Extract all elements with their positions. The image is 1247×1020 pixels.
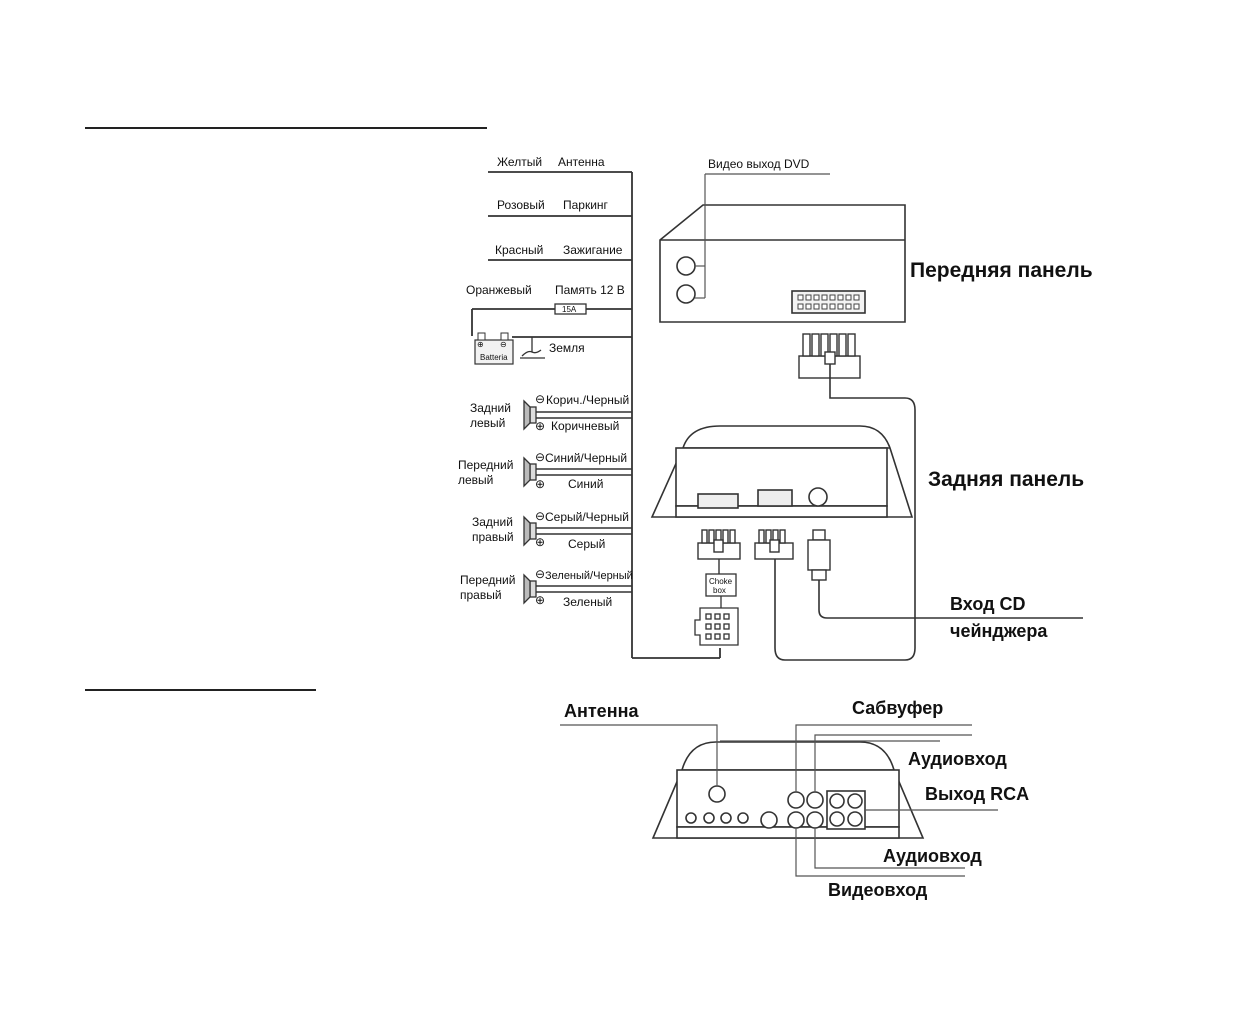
front-connector-pins: [797, 294, 860, 310]
audio-in-jack-icon: [806, 791, 824, 809]
audio-in-jack-icon: [806, 811, 824, 829]
wire-color-label: Розовый: [497, 198, 545, 212]
speaker-position-label: правый: [472, 530, 514, 544]
choke-box-label: Choke: [709, 577, 733, 586]
antenna-port-icon: [708, 785, 726, 803]
svg-text:⊖: ⊖: [500, 340, 507, 349]
wire-function-label: Зажигание: [563, 243, 623, 257]
control-port-icon: [720, 812, 732, 824]
audio-in-top-label: Аудиовход: [908, 749, 1007, 769]
speaker-wire-pos-label: Зеленый: [563, 595, 612, 609]
ground-label: Земля: [549, 341, 585, 355]
fuse-label: 15A: [562, 305, 577, 314]
speaker-group-2: ⊖ ⊕ Задний правый Серый/Черный Серый: [472, 509, 632, 551]
speaker-wire-pos-label: Коричневый: [551, 419, 619, 433]
speaker-position-label: Передний: [458, 458, 513, 472]
video-out-jack-icon: [676, 256, 696, 276]
speaker-group-1: ⊖ ⊕ Передний левый Синий/Черный Синий: [458, 450, 632, 491]
battery-icon: ⊕ ⊖ Batteria: [474, 332, 514, 365]
choke-box-label: box: [713, 586, 726, 595]
speaker-position-label: Передний: [460, 573, 515, 587]
speaker-icon: [523, 456, 537, 488]
wire-color-label: Оранжевый: [466, 283, 532, 297]
harness-plug-icon: [697, 529, 741, 574]
svg-text:⊕: ⊕: [535, 593, 545, 607]
wire-harness: [471, 171, 721, 659]
rca-out-label: Выход RCA: [925, 784, 1029, 804]
svg-text:⊖: ⊖: [535, 392, 545, 406]
svg-text:⊖: ⊖: [535, 509, 545, 523]
cd-changer-plug-icon: [807, 529, 831, 581]
svg-text:⊕: ⊕: [477, 340, 484, 349]
choke-box-icon: Choke box: [705, 573, 737, 608]
speaker-group-3: ⊖ ⊕ Передний правый Зеленый/Черный Зелен…: [460, 567, 633, 609]
speaker-wire-pos-label: Синий: [568, 477, 603, 491]
speaker-position-label: левый: [458, 473, 493, 487]
video-out-label: Видео выход DVD: [708, 157, 810, 171]
ground-icon: [520, 337, 545, 359]
battery-label: Batteria: [480, 353, 508, 362]
speaker-plug-icon: [754, 529, 794, 560]
fuse-icon: 15A: [554, 303, 587, 315]
speaker-wire-neg-label: Корич./Черный: [546, 393, 629, 407]
iso-connector-icon: [694, 607, 739, 646]
video-out-leader: [695, 173, 830, 299]
wire-function-label: Паркинг: [563, 198, 609, 212]
speaker-icon: [523, 573, 537, 605]
speaker-position-label: левый: [470, 416, 505, 430]
video-in-label: Видеовход: [828, 880, 928, 900]
speaker-position-label: правый: [460, 588, 502, 602]
cd-changer-label: Вход CD: [950, 594, 1026, 614]
video-out-jack-icon: [676, 284, 696, 304]
cd-changer-port-icon: [808, 487, 828, 507]
speaker-wire-pos-label: Серый: [568, 537, 605, 551]
speaker-icon: [523, 399, 537, 431]
front-to-rear-cable: [774, 364, 916, 661]
rca-out-jack-icon: [847, 793, 863, 809]
front-unit: [659, 204, 906, 323]
port-leaders: [560, 724, 998, 877]
cd-changer-label: чейнджера: [950, 621, 1048, 641]
video-in-jack-icon: [787, 811, 805, 829]
rear-panel-label: Задняя панель: [928, 468, 1084, 491]
antenna-port-label: Антенна: [564, 701, 639, 721]
fuse-holder-icon: [760, 811, 778, 829]
rear-port-unit: [651, 741, 925, 839]
speaker-icon: [523, 515, 537, 547]
wire-color-label: Красный: [495, 243, 543, 257]
audio-in-bottom-label: Аудиовход: [883, 846, 982, 866]
rca-out-jack-icon: [829, 811, 845, 827]
svg-text:⊕: ⊕: [535, 477, 545, 491]
rear-unit: [650, 425, 914, 518]
control-port-icon: [737, 812, 749, 824]
wire-function-label: Антенна: [558, 155, 605, 169]
svg-text:⊖: ⊖: [535, 567, 545, 581]
subwoofer-jack-icon: [787, 791, 805, 809]
speaker-wire-neg-label: Синий/Черный: [545, 451, 627, 465]
subwoofer-port-label: Сабвуфер: [852, 698, 943, 718]
control-port-icon: [685, 812, 697, 824]
speaker-position-label: Задний: [472, 515, 513, 529]
cd-changer-cable: [818, 580, 1083, 619]
svg-text:⊕: ⊕: [535, 535, 545, 549]
rca-out-jack-icon: [847, 811, 863, 827]
control-port-icon: [703, 812, 715, 824]
rca-out-jack-icon: [829, 793, 845, 809]
speaker-wire-neg-label: Серый/Черный: [545, 510, 629, 524]
wire-color-label: Желтый: [497, 155, 542, 169]
speaker-group-0: ⊖ ⊕ Задний левый Корич./Черный Коричневы…: [470, 392, 632, 433]
svg-text:⊕: ⊕: [535, 419, 545, 433]
svg-text:⊖: ⊖: [535, 450, 545, 464]
speaker-position-label: Задний: [470, 401, 511, 415]
front-connector-icon: [791, 290, 866, 314]
wire-function-label: Память 12 В: [555, 283, 625, 297]
front-panel-label: Передняя панель: [910, 259, 1093, 282]
speaker-wire-neg-label: Зеленый/Черный: [545, 570, 633, 582]
